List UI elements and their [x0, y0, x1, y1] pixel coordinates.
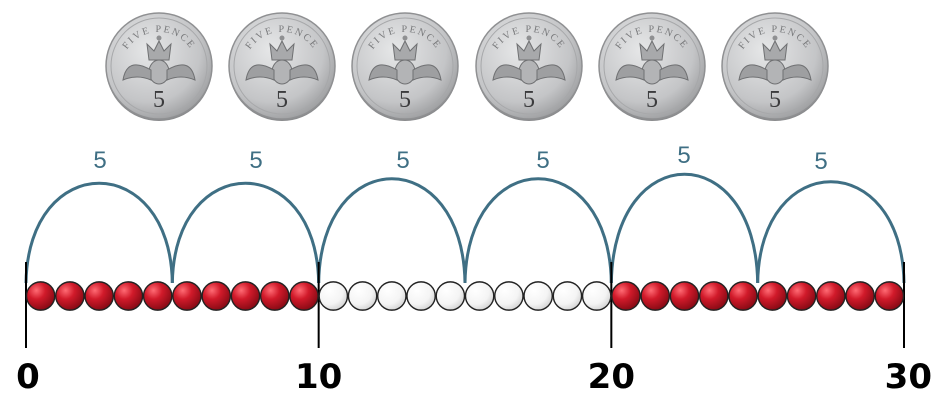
- crown-emblem-icon: [492, 35, 566, 85]
- tick-label: 0: [16, 357, 40, 393]
- crown-emblem-icon: [245, 35, 319, 85]
- white-bead: [435, 281, 466, 311]
- jump-arc: [170, 181, 321, 284]
- jump-arc: [463, 177, 613, 284]
- crown-emblem-icon: [615, 35, 689, 85]
- red-bead: [640, 281, 671, 311]
- coin-value-label: 5: [769, 87, 781, 113]
- tick-labels: 0 10 20 30: [16, 357, 932, 393]
- jump-label: 5: [249, 147, 262, 174]
- crown-emblem-icon: [738, 35, 812, 85]
- red-bead: [698, 281, 729, 311]
- red-bead: [757, 281, 788, 311]
- white-bead: [552, 281, 583, 311]
- red-bead: [201, 281, 232, 311]
- white-bead: [377, 281, 407, 311]
- red-bead: [230, 281, 261, 311]
- red-bead: [84, 281, 114, 311]
- bead-string: [25, 281, 905, 311]
- jump-label: 5: [396, 147, 409, 174]
- coin-value-label: 5: [153, 87, 165, 113]
- red-bead: [874, 281, 905, 311]
- red-bead: [669, 281, 700, 311]
- coin-value-label: 5: [523, 87, 535, 113]
- white-bead: [464, 281, 495, 311]
- crown-emblem-icon: [122, 35, 196, 85]
- red-bead: [728, 281, 758, 311]
- red-bead: [25, 281, 56, 311]
- red-bead: [142, 281, 173, 311]
- red-bead: [786, 281, 817, 311]
- red-bead: [845, 281, 875, 311]
- jump-arc: [317, 177, 467, 284]
- jump-arc: [756, 180, 906, 284]
- jump-arc: [609, 172, 760, 284]
- red-bead: [611, 281, 641, 311]
- red-bead: [289, 281, 319, 311]
- red-bead: [815, 281, 846, 311]
- tick-label: 20: [588, 357, 635, 393]
- jump-label: 5: [814, 148, 827, 175]
- white-bead: [347, 281, 378, 311]
- tick-label: 30: [885, 357, 932, 393]
- jump-label: 5: [677, 142, 690, 169]
- red-bead: [172, 281, 202, 311]
- white-bead: [406, 281, 436, 311]
- coin-value-label: 5: [399, 87, 411, 113]
- coin-value-label: 5: [276, 87, 288, 113]
- white-bead: [318, 281, 349, 311]
- red-bead: [55, 281, 85, 311]
- coin-value-label: 5: [646, 87, 658, 113]
- jump-arcs: 5 5 5 5 5 5: [24, 142, 906, 284]
- crown-emblem-icon: [368, 35, 442, 85]
- white-bead: [494, 281, 524, 311]
- red-bead: [259, 281, 290, 311]
- jump-label: 5: [93, 147, 106, 174]
- white-bead: [581, 281, 612, 311]
- jump-arc: [24, 181, 174, 284]
- tick-label: 10: [295, 357, 342, 393]
- red-bead: [113, 281, 144, 311]
- white-bead: [523, 281, 553, 311]
- jump-label: 5: [536, 147, 549, 174]
